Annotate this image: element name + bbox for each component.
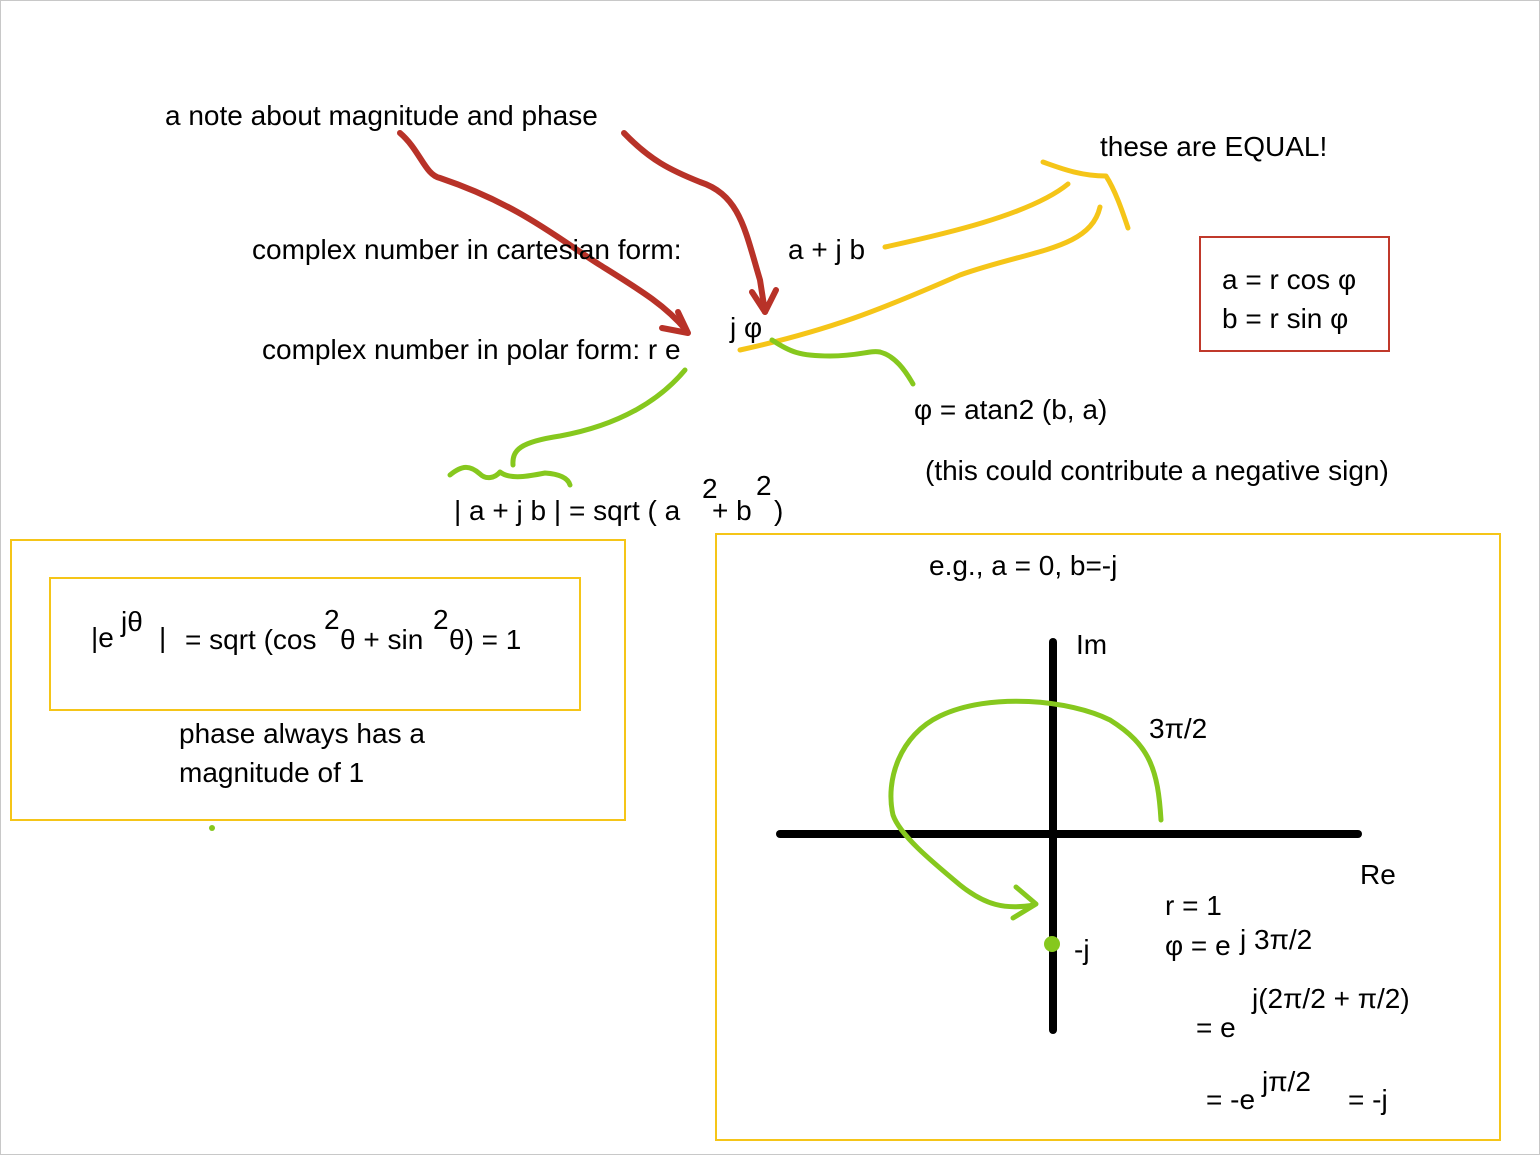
line2-exponent: j(2π/2 + π/2) xyxy=(1252,983,1410,1014)
cartesian-relation-box xyxy=(1199,236,1390,352)
phase-rhs-b: θ + sin xyxy=(340,624,424,655)
magnitude-square-a: 2 xyxy=(702,473,718,504)
r-equation: r = 1 xyxy=(1165,890,1222,921)
equal-note: these are EQUAL! xyxy=(1100,131,1328,162)
polar-exponent: j φ xyxy=(730,312,763,343)
phase-square-a: 2 xyxy=(324,604,340,635)
line2-base: = e xyxy=(1196,1012,1236,1043)
magnitude-lhs: | a + j b | = sqrt ( a xyxy=(454,495,681,526)
magnitude-rhs: ) xyxy=(774,495,784,526)
magnitude-square-b: 2 xyxy=(756,470,772,501)
re-axis-label: Re xyxy=(1360,859,1396,890)
polar-label: complex number in polar form: r e xyxy=(262,334,681,365)
phase-lhs-close: | xyxy=(159,622,167,653)
phase-lhs-exponent: jθ xyxy=(121,606,143,637)
im-axis-label: Im xyxy=(1076,629,1108,660)
phase-caption-line1: phase always has a xyxy=(179,718,425,749)
a-equation: a = r cos φ xyxy=(1222,264,1357,295)
phase-inner-box xyxy=(49,577,581,711)
phase-outer-box xyxy=(10,539,626,821)
example-box xyxy=(715,533,1501,1141)
line3-base: = -e xyxy=(1206,1084,1256,1115)
negative-sign-note: (this could contribute a negative sign) xyxy=(925,455,1389,486)
phi-exponent: j 3π/2 xyxy=(1240,924,1313,955)
phase-lhs-bar: |e xyxy=(91,622,114,653)
line3-result: = -j xyxy=(1348,1084,1388,1115)
b-equation: b = r sin φ xyxy=(1222,303,1349,334)
phi-equation: φ = atan2 (b, a) xyxy=(914,394,1108,425)
cartesian-label: complex number in cartesian form: xyxy=(252,234,682,265)
angle-label: 3π/2 xyxy=(1149,713,1208,744)
title-note: a note about magnitude and phase xyxy=(165,100,598,131)
point-label: -j xyxy=(1074,934,1090,965)
phase-rhs-a: = sqrt (cos xyxy=(185,624,317,655)
phase-rhs-c: θ) = 1 xyxy=(449,624,522,655)
magnitude-mid: + b xyxy=(712,495,752,526)
cartesian-expression: a + j b xyxy=(788,234,866,265)
line3-exponent: jπ/2 xyxy=(1262,1066,1311,1097)
phase-caption-line2: magnitude of 1 xyxy=(179,757,365,788)
example-heading: e.g., a = 0, b=-j xyxy=(929,550,1118,581)
phi-base: φ = e xyxy=(1165,930,1231,961)
phase-square-b: 2 xyxy=(433,604,449,635)
